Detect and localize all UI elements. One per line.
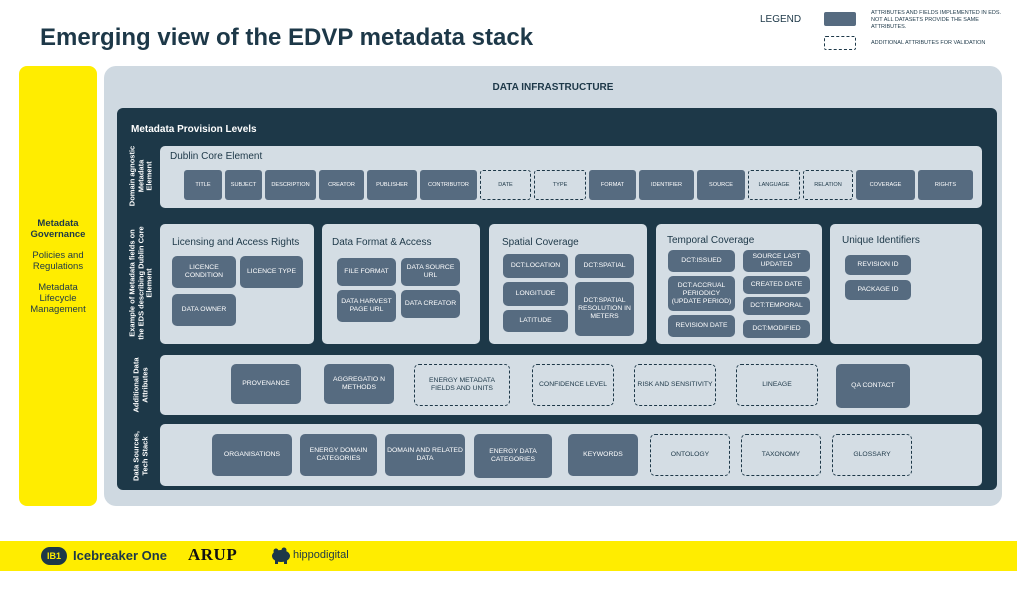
energy-data-categories-chip: ENERGY DATA CATEGORIES	[474, 434, 552, 478]
spatial-title: Spatial Coverage	[502, 237, 579, 248]
metadata-provision-title: Metadata Provision Levels	[131, 124, 257, 135]
dc-relation-chip: RELATION	[803, 170, 853, 200]
arup-logo: ARUP	[188, 545, 238, 564]
glossary-chip: GLOSSARY	[832, 434, 912, 476]
identifiers-title: Unique Identifiers	[842, 235, 920, 246]
footer-bar	[0, 541, 1017, 571]
governance-label: Metadata Governance	[30, 217, 86, 240]
dct-issued-chip: DCT:ISSUED	[668, 250, 735, 272]
hippo-icon	[270, 546, 292, 564]
lineage-chip: LINEAGE	[736, 364, 818, 406]
confidence-level-chip: CONFIDENCE LEVEL	[532, 364, 614, 406]
taxonomy-chip: TAXONOMY	[741, 434, 821, 476]
risk-sensitivity-chip: RISK AND SENSITIVITY	[634, 364, 716, 406]
row-label-dublin: Domain agnostic Metadata Element	[127, 145, 154, 207]
licence-type-chip: LICENCE TYPE	[240, 256, 303, 288]
dc-language-chip: LANGUAGE	[748, 170, 800, 200]
revision-date-chip: REVISION DATE	[668, 315, 735, 337]
legend-solid-text: ATTRIBUTES AND FIELDS IMPLEMENTED IN EDS…	[871, 10, 1002, 30]
provenance-chip: PROVENANCE	[231, 364, 301, 404]
legend-solid-swatch	[824, 12, 856, 26]
dc-contributor-chip: CONTRIBUTOR	[420, 170, 477, 200]
legend-title: LEGEND	[760, 14, 802, 25]
dc-source-chip: SOURCE	[697, 170, 745, 200]
hippodigital-logo-text: hippodigital	[293, 549, 349, 561]
governance-panel: Metadata Governance Policies and Regulat…	[19, 66, 97, 506]
temporal-title: Temporal Coverage	[667, 235, 755, 246]
dublin-core-title: Dublin Core Element	[170, 151, 263, 162]
domain-related-data-chip: DOMAIN AND RELATED DATA	[385, 434, 465, 476]
licence-condition-chip: LICENCE CONDITION	[172, 256, 236, 288]
dct-accrual-periodicy-chip: DCT:ACCRUAL PERIODICY (UPDATE PERIOD)	[668, 276, 735, 311]
dct-spatial-resolution-chip: DCT:SPATIAL RESOLUTION IN METERS	[575, 282, 634, 336]
longitude-chip: LONGITUDE	[503, 282, 568, 306]
dc-publisher-chip: PUBLISHER	[367, 170, 417, 200]
source-last-updated-chip: SOURCE LAST UPDATED	[743, 250, 810, 272]
latitude-chip: LATITUDE	[503, 310, 568, 332]
ib1-logo: IB1	[41, 547, 67, 565]
dc-identifier-chip: IDENTIFIER	[639, 170, 694, 200]
dc-title-chip: TITLE	[184, 170, 222, 200]
row-label-example: Example of Metadata fields on the EDS de…	[127, 226, 154, 340]
policies-label: Policies and Regulations	[32, 249, 84, 272]
ontology-chip: ONTOLOGY	[650, 434, 730, 476]
data-format-title: Data Format & Access	[332, 237, 432, 248]
data-harvest-url-chip: DATA HARVEST PAGE URL	[337, 290, 396, 322]
energy-metadata-fields-chip: ENERGY METADATA FIELDS AND UNITS	[414, 364, 510, 406]
page-title: Emerging view of the EDVP metadata stack	[40, 24, 534, 51]
dct-modified-chip: DCT:MODIFIED	[743, 320, 810, 338]
package-id-chip: PACKAGE ID	[845, 280, 911, 300]
row-label-additional: Additional Data Attributes	[131, 357, 150, 413]
energy-domain-categories-chip: ENERGY DOMAIN CATEGORIES	[300, 434, 377, 476]
dc-subject-chip: SUBJECT	[225, 170, 262, 200]
row-label-sources: Data Sources, Tech Stack	[131, 430, 150, 482]
revision-id-chip: REVISION ID	[845, 255, 911, 275]
dc-type-chip: TYPE	[534, 170, 586, 200]
created-date-chip: CREATED DATE	[743, 276, 810, 294]
dct-location-chip: DCT:LOCATION	[503, 254, 568, 278]
data-source-url-chip: DATA SOURCE URL	[401, 258, 460, 286]
dc-coverage-chip: COVERAGE	[856, 170, 915, 200]
data-creator-chip: DATA CREATOR	[401, 290, 460, 318]
dc-format-chip: FORMAT	[589, 170, 636, 200]
dc-description-chip: DESCRIPTION	[265, 170, 316, 200]
file-format-chip: FILE FORMAT	[337, 258, 396, 286]
dct-temporal-chip: DCT:TEMPORAL	[743, 297, 810, 315]
lifecycle-label: Metadata Lifecycle Management	[30, 281, 86, 315]
icebreaker-one-logo-text: Icebreaker One	[73, 548, 167, 563]
data-owner-chip: DATA OWNER	[172, 294, 236, 326]
organisations-chip: ORGANISATIONS	[212, 434, 292, 476]
legend-dashed-text: ADDITIONAL ATTRIBUTES FOR VALIDATION	[871, 40, 986, 46]
dc-creator-chip: CREATOR	[319, 170, 364, 200]
licensing-title: Licensing and Access Rights	[172, 237, 300, 248]
aggregation-methods-chip: AGGREGATIO N METHODS	[324, 364, 394, 404]
qa-contact-chip: QA CONTACT	[836, 364, 910, 408]
legend-dashed-swatch	[824, 36, 856, 50]
keywords-chip: KEYWORDS	[568, 434, 638, 476]
dct-spatial-chip: DCT:SPATIAL	[575, 254, 634, 278]
dc-date-chip: DATE	[480, 170, 531, 200]
dc-rights-chip: RIGHTS	[918, 170, 973, 200]
data-infrastructure-title: DATA INFRASTRUCTURE	[492, 82, 614, 93]
